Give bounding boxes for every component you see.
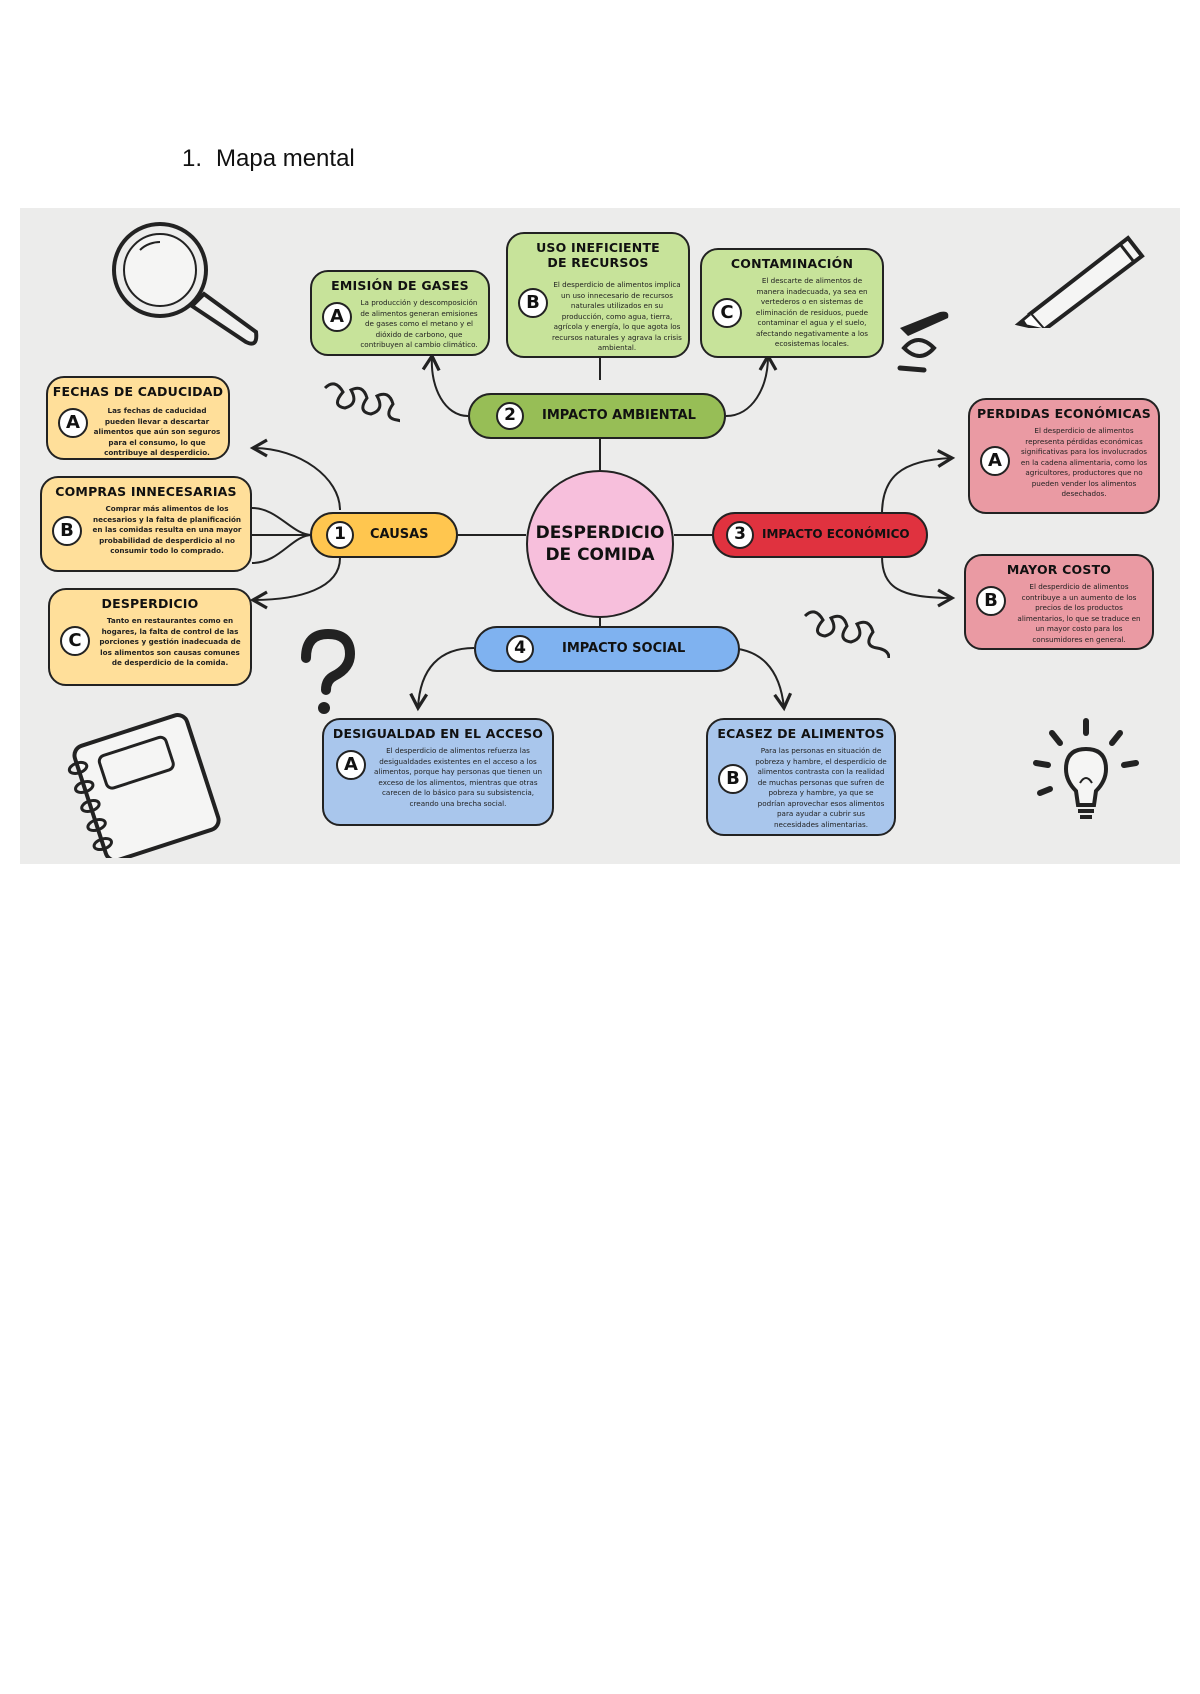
pencil-icon	[1014, 235, 1145, 328]
card-text: Las fechas de caducidad pueden llevar a …	[93, 406, 221, 457]
branch-label: IMPACTO SOCIAL	[562, 641, 686, 656]
notebook-icon	[67, 713, 221, 858]
branch-number: 4	[506, 635, 534, 663]
mind-map: DESPERDICIO DE COMIDA 2 IMPACTO AMBIENTA…	[20, 208, 1180, 864]
card-letter: B	[52, 516, 82, 546]
card-letter: A	[322, 302, 352, 332]
card-compras-innecesarias: COMPRAS INNECESARIAS B Comprar más alime…	[40, 476, 252, 572]
card-title: PERDIDAS ECONÓMICAS	[977, 406, 1151, 421]
card-text: El desperdicio de alimentos refuerza las…	[373, 746, 543, 808]
card-desigualdad-acceso: DESIGUALDAD EN EL ACCESO A El desperdici…	[322, 718, 554, 826]
card-title: DESPERDICIO	[101, 596, 199, 611]
card-text: Comprar más alimentos de los necesarios …	[92, 504, 242, 555]
card-title: USO INEFICIENTE DE RECURSOS	[536, 240, 660, 270]
card-contaminacion: CONTAMINACIÓN C El descarte de alimentos…	[700, 248, 884, 358]
branch-number: 1	[326, 521, 354, 549]
card-title: ECASEZ DE ALIMENTOS	[717, 726, 885, 741]
card-text: Tanto en restaurantes como en hogares, l…	[99, 616, 241, 667]
page-heading: 1. Mapa mental	[182, 145, 355, 173]
card-title: EMISIÓN DE GASES	[331, 278, 469, 293]
branch-label: IMPACTO ECONÓMICO	[762, 527, 910, 541]
card-letter: C	[60, 626, 90, 656]
card-title: MAYOR COSTO	[1006, 562, 1112, 577]
card-letter: B	[518, 288, 548, 318]
magnifier-icon	[112, 222, 259, 346]
card-ecasez-alimentos: ECASEZ DE ALIMENTOS B Para las personas …	[706, 718, 896, 836]
card-text: El descarte de alimentos de manera inade…	[755, 276, 869, 348]
card-letter: A	[58, 408, 88, 438]
card-letter: B	[718, 764, 748, 794]
branch-label: IMPACTO AMBIENTAL	[542, 408, 696, 423]
card-title: COMPRAS INNECESARIAS	[55, 484, 237, 499]
card-letter: A	[336, 750, 366, 780]
card-title: CONTAMINACIÓN	[730, 256, 854, 271]
card-desperdicio: DESPERDICIO C Tanto en restaurantes como…	[48, 588, 252, 686]
card-uso-ineficiente-recursos: USO INEFICIENTE DE RECURSOS B El desperd…	[506, 232, 690, 358]
card-emision-gases: EMISIÓN DE GASES A La producción y desco…	[310, 270, 490, 356]
card-text: El desperdicio de alimentos implica un u…	[552, 280, 682, 352]
branch-number: 2	[496, 402, 524, 430]
branch-impacto-economico: 3 IMPACTO ECONÓMICO	[712, 512, 928, 558]
heading-text: Mapa mental	[216, 145, 355, 172]
card-text: La producción y descomposición de alimen…	[360, 298, 478, 349]
card-letter: A	[980, 446, 1010, 476]
card-perdidas-economicas: PERDIDAS ECONÓMICAS A El desperdicio de …	[968, 398, 1160, 514]
heading-number: 1.	[182, 145, 203, 172]
central-topic-line2: DE COMIDA	[545, 545, 655, 565]
branch-causas: 1 CAUSAS	[310, 512, 458, 558]
card-text: El desperdicio de alimentos representa p…	[1020, 426, 1148, 498]
card-title: DESIGUALDAD EN EL ACCESO	[332, 726, 544, 741]
connector-lines	[230, 352, 956, 712]
spring-icon-2	[803, 610, 890, 659]
card-fechas-caducidad: FECHAS DE CADUCIDAD A Las fechas de cadu…	[46, 376, 230, 460]
card-mayor-costo: MAYOR COSTO B El desperdicio de alimento…	[964, 554, 1154, 650]
splash-icon	[897, 311, 949, 373]
card-text: El desperdicio de alimentos contribuye a…	[1017, 582, 1141, 644]
branch-number: 3	[726, 521, 754, 549]
card-letter: C	[712, 298, 742, 328]
lightbulb-icon	[1033, 718, 1139, 819]
card-title: FECHAS DE CADUCIDAD	[52, 384, 224, 399]
question-mark-icon	[301, 628, 356, 714]
card-letter: B	[976, 586, 1006, 616]
central-topic-line1: DESPERDICIO	[535, 523, 665, 543]
spring-icon	[323, 382, 400, 423]
card-text: Para las personas en situación de pobrez…	[755, 746, 887, 829]
branch-label: CAUSAS	[370, 527, 429, 542]
central-topic: DESPERDICIO DE COMIDA	[526, 470, 674, 618]
branch-impacto-social: 4 IMPACTO SOCIAL	[474, 626, 740, 672]
branch-impacto-ambiental: 2 IMPACTO AMBIENTAL	[468, 393, 726, 439]
